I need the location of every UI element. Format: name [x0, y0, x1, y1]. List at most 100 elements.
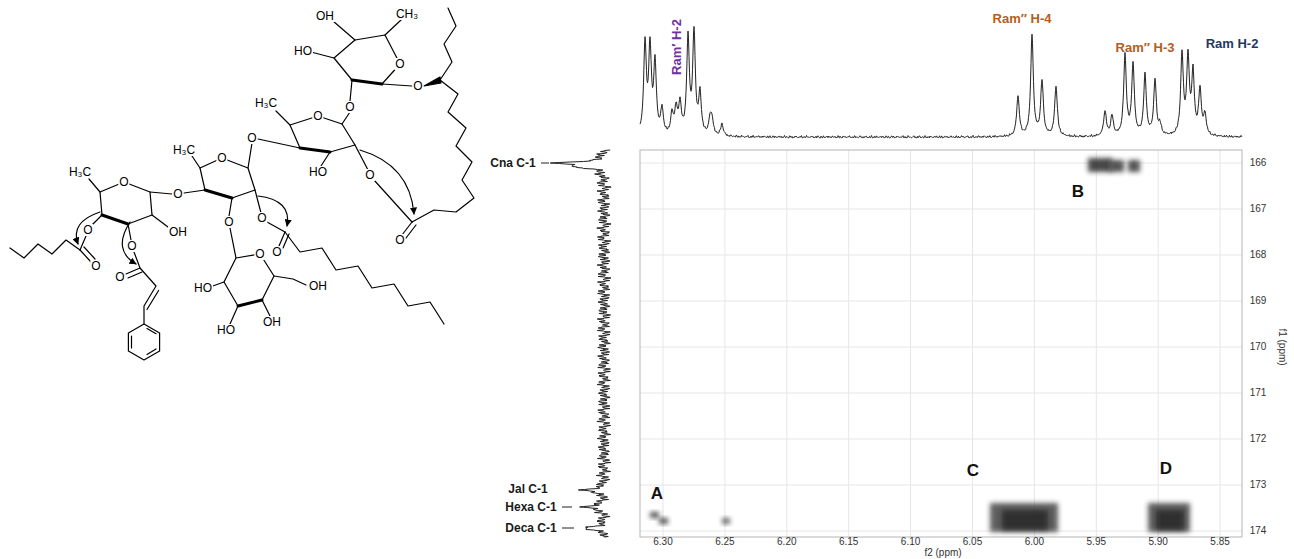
- alkyl-chain: [10, 236, 86, 258]
- crosspeak-label: D: [1160, 460, 1172, 477]
- grid-line: [1158, 150, 1159, 537]
- axis-tick: 167: [1250, 204, 1267, 214]
- atom-label: HO: [193, 282, 213, 294]
- atom-label: O: [256, 212, 267, 224]
- atom-label: OH: [262, 316, 282, 328]
- atom-label: HO: [308, 166, 328, 178]
- grid-line: [640, 163, 1242, 164]
- atom-label: O: [246, 132, 257, 144]
- atom-label: H₃C: [254, 97, 278, 109]
- sugar-ring: [100, 182, 152, 224]
- atom-label: CH₃: [395, 8, 419, 20]
- axis-tick: 6.30: [653, 537, 672, 547]
- atom-label: O: [90, 260, 101, 272]
- atom-label: O: [254, 248, 265, 260]
- carbon-label: Jal C-1: [508, 483, 547, 495]
- grid-line: [1096, 150, 1097, 537]
- axis-tick: 172: [1250, 434, 1267, 444]
- cross-peak: [1088, 158, 1112, 172]
- wedge-bond: [424, 77, 441, 86]
- atom-label: OH: [315, 10, 335, 22]
- bold-bond: [238, 300, 262, 306]
- atom-label: O: [412, 80, 423, 92]
- atom-label: O: [223, 216, 234, 228]
- atom-label: OH: [168, 226, 188, 238]
- axis-tick: 166: [1250, 158, 1267, 168]
- grid-line: [663, 150, 664, 537]
- bond: [258, 111, 350, 166]
- bold-bond: [102, 215, 128, 224]
- carbon-label: Deca C-1: [505, 522, 556, 534]
- projection-trace: [640, 26, 1242, 137]
- atom-label: O: [271, 246, 282, 258]
- axis-tick: 5.90: [1148, 537, 1167, 547]
- signal-label: Ram H-2: [1206, 37, 1259, 50]
- atom-label: OH: [308, 280, 328, 292]
- grid-line: [724, 150, 725, 537]
- atom-label: O: [126, 240, 137, 252]
- signal-label: Ram′ H-2: [670, 19, 683, 75]
- bond: [184, 143, 285, 258]
- atom-label: O: [394, 234, 405, 246]
- atom-label: O: [364, 169, 375, 181]
- grid-line: [640, 439, 1242, 440]
- atom-label: O: [118, 176, 129, 188]
- cross-peak: [659, 518, 668, 524]
- alkyl-chain: [285, 232, 444, 324]
- atom-label: O: [114, 271, 125, 283]
- axis-tick: 173: [1250, 480, 1267, 490]
- axis-tick: 174: [1250, 526, 1267, 536]
- sugar-ring: [224, 254, 274, 306]
- crosspeak-label: B: [1072, 183, 1084, 200]
- grid-line: [1220, 150, 1221, 537]
- carbon-label: Hexa C-1: [505, 501, 556, 513]
- bond: [355, 145, 412, 222]
- alkyl-chain: [440, 8, 456, 80]
- cross-peak: [1110, 160, 1124, 172]
- axis-tick: 171: [1250, 388, 1267, 398]
- leader-line: [562, 528, 574, 529]
- chemical-structure: [10, 8, 474, 360]
- leader-line: [541, 163, 549, 164]
- grid-line: [848, 150, 849, 537]
- axis-tick: 6.00: [1025, 537, 1044, 547]
- grid-line: [640, 347, 1242, 348]
- bond: [89, 179, 172, 240]
- crosspeak-label: A: [651, 485, 663, 502]
- axis-title: f2 (ppm): [924, 548, 961, 558]
- signal-label: Ram″ H-3: [1116, 41, 1175, 54]
- bond: [210, 276, 306, 324]
- hmbc-spectrum: [541, 26, 1242, 537]
- atom-label: O: [216, 152, 227, 164]
- hmbc-arrow: [360, 150, 414, 214]
- grid-line: [640, 393, 1242, 394]
- axis-tick: 5.85: [1210, 537, 1229, 547]
- cross-peak: [1156, 510, 1184, 530]
- signal-label: Ram″ H-4: [993, 12, 1052, 25]
- atom-label: HO: [293, 45, 313, 57]
- axis-tick: 6.20: [777, 537, 796, 547]
- axis-tick: 168: [1250, 250, 1267, 260]
- hmbc-arrow: [76, 212, 100, 244]
- aromatic-bond: [132, 329, 157, 355]
- cross-peak: [1002, 510, 1048, 530]
- grid-line: [640, 209, 1242, 210]
- atom-label: H₃C: [68, 166, 92, 178]
- axis-tick: 170: [1250, 342, 1267, 352]
- axis-tick: 6.10: [901, 537, 920, 547]
- grid-line: [972, 150, 973, 537]
- axis-tick: 5.95: [1087, 537, 1106, 547]
- grid-line: [640, 301, 1242, 302]
- axis-tick: 169: [1250, 296, 1267, 306]
- atom-label: O: [394, 58, 405, 70]
- atom-label: H₃C: [172, 144, 196, 156]
- axis-tick: 6.05: [963, 537, 982, 547]
- benzene-ring: [128, 324, 159, 360]
- grid-line: [786, 150, 787, 537]
- axis-tick: 6.15: [839, 537, 858, 547]
- cross-peak: [1128, 160, 1140, 172]
- projection-trace: [550, 150, 611, 537]
- axis-tick: 6.25: [715, 537, 734, 547]
